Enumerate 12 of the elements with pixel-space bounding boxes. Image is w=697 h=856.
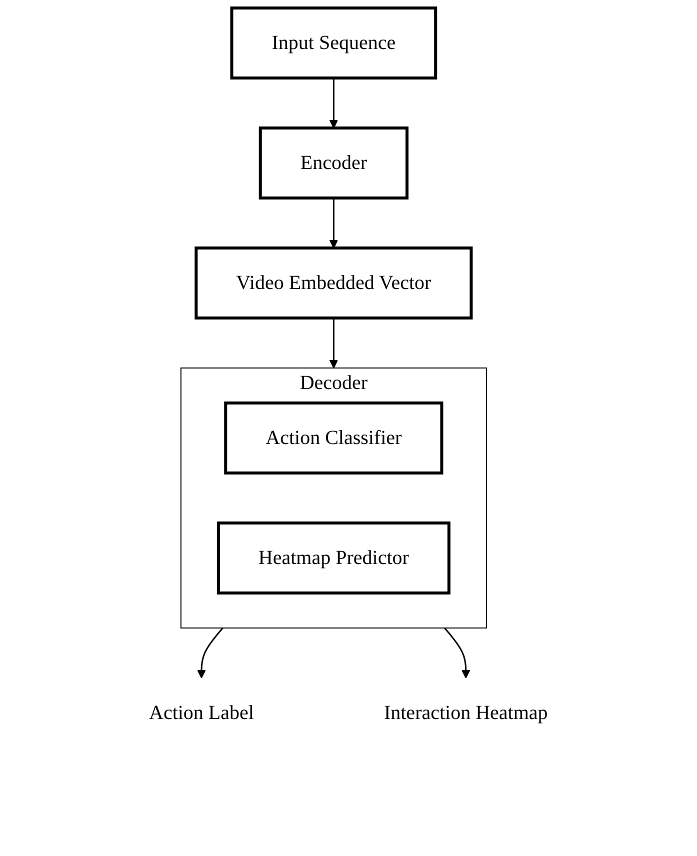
node-text: Action Label xyxy=(149,702,254,724)
arrow xyxy=(197,628,224,678)
arrow xyxy=(444,628,470,678)
node-box: Encoder xyxy=(258,126,409,200)
node-text: Interaction Heatmap xyxy=(384,702,548,724)
arrow xyxy=(329,318,338,368)
arrow xyxy=(329,78,338,128)
node-box: Heatmap Predictor xyxy=(217,522,451,594)
node-box: Input Sequence xyxy=(230,6,438,80)
node-box: Video Embedded Vector xyxy=(194,246,473,320)
arrow xyxy=(329,198,338,248)
node-box: Action Classifier xyxy=(224,402,444,474)
